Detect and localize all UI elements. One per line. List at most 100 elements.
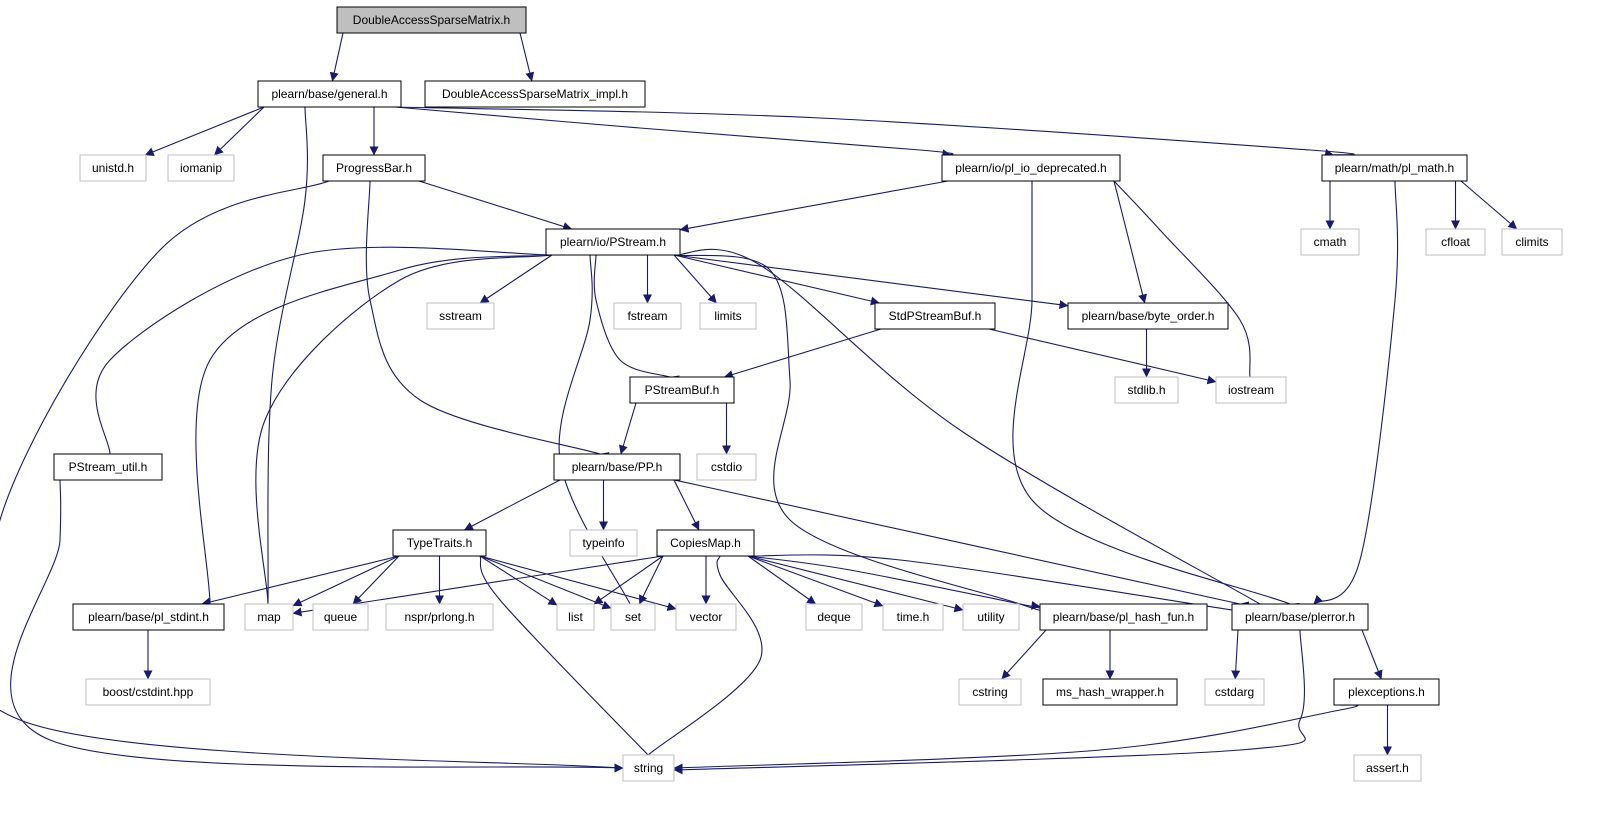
node-label: limits: [714, 309, 741, 323]
node-limits: limits: [699, 302, 757, 330]
node-box: [656, 529, 755, 557]
edge-plmath-to-plerror: [1313, 180, 1399, 605]
node-label: TypeTraits.h: [407, 536, 473, 550]
node-label: plearn/base/pl_hash_fun.h: [1053, 610, 1194, 624]
node-box: [556, 603, 595, 631]
node-label: unistd.h: [92, 161, 134, 175]
node-pp[interactable]: plearn/base/PP.h: [553, 453, 681, 481]
node-box: [882, 603, 944, 631]
node-plstdint[interactable]: plearn/base/pl_stdint.h: [72, 603, 225, 631]
edge-pliodep-to-byteorder: [1113, 180, 1148, 304]
node-label: string: [634, 761, 663, 775]
edge-plerror-to-plexceptions: [1361, 629, 1383, 680]
edge-general-to-pliodep: [394, 106, 954, 159]
edge-plmath-to-climits: [1460, 180, 1518, 230]
node-box: [610, 603, 656, 631]
node-pstreamutil[interactable]: PStream_util.h: [53, 453, 163, 481]
node-box: [696, 453, 757, 481]
node-fstream: fstream: [613, 302, 682, 330]
node-label: map: [257, 610, 281, 624]
node-stdpstreambuf[interactable]: StdPStreamBuf.h: [874, 302, 996, 330]
node-general[interactable]: plearn/base/general.h: [257, 80, 402, 108]
edge-stdpstreambuf-to-pstreambuf: [723, 328, 882, 379]
node-label: plexceptions.h: [1348, 685, 1425, 699]
edge-pp-to-plerror: [663, 477, 1279, 613]
node-pliodep[interactable]: plearn/io/pl_io_deprecated.h: [941, 154, 1121, 182]
node-climits: climits: [1501, 228, 1563, 256]
edge-pstream-to-byteorder: [673, 254, 1069, 310]
node-box: [874, 302, 996, 330]
node-label: set: [625, 610, 642, 624]
edge-pp-to-copiesmap: [673, 479, 700, 531]
node-box: [385, 603, 494, 631]
node-label: typeinfo: [582, 536, 624, 550]
node-string: string: [622, 754, 675, 782]
edge-general-to-iomanip: [214, 106, 265, 156]
node-box: [424, 80, 646, 108]
node-label: PStream_util.h: [69, 460, 148, 474]
node-box: [1204, 678, 1265, 706]
node-mshash[interactable]: ms_hash_wrapper.h: [1042, 678, 1178, 706]
node-timeh: time.h: [882, 603, 944, 631]
node-box: [1067, 302, 1229, 330]
edge-pstream-to-limits: [673, 254, 717, 304]
node-box: [958, 678, 1022, 706]
node-impl[interactable]: DoubleAccessSparseMatrix_impl.h: [424, 80, 646, 108]
node-label: assert.h: [1366, 761, 1409, 775]
edge-pstream-to-pstreamutil: [95, 246, 553, 463]
node-cstdarg: cstdarg: [1204, 678, 1265, 706]
node-byteorder[interactable]: plearn/base/byte_order.h: [1067, 302, 1229, 330]
node-plmath[interactable]: plearn/math/pl_math.h: [1321, 154, 1468, 182]
node-box: [545, 228, 681, 256]
edge-typetraits-to-queue: [352, 555, 400, 605]
node-cstring: cstring: [958, 678, 1022, 706]
node-box: [85, 678, 211, 706]
edge-pstreambuf-to-pp: [618, 402, 637, 455]
node-cstdint: boost/cstdint.hpp: [85, 678, 211, 706]
node-box: [167, 154, 235, 182]
node-typetraits[interactable]: TypeTraits.h: [392, 529, 487, 557]
node-cmath: cmath: [1300, 228, 1360, 256]
node-queue: queue: [312, 603, 369, 631]
edge-plexceptions-to-string: [643, 704, 1359, 773]
node-plerror[interactable]: plearn/base/plerror.h: [1231, 603, 1369, 631]
edge-typetraits-to-plstdint: [201, 555, 400, 607]
node-root[interactable]: DoubleAccessSparseMatrix.h: [336, 6, 527, 34]
node-box: [1425, 228, 1486, 256]
node-deque: deque: [805, 603, 863, 631]
node-progressbar[interactable]: ProgressBar.h: [322, 154, 426, 182]
node-copiesmap[interactable]: CopiesMap.h: [656, 529, 755, 557]
edge-general-to-plmath: [394, 106, 1355, 158]
edge-copiesmap-to-deque: [747, 555, 817, 605]
edge-pliodep-to-iostream: [1113, 180, 1256, 387]
node-pstream[interactable]: plearn/io/PStream.h: [545, 228, 681, 256]
node-pstreambuf[interactable]: PStreamBuf.h: [629, 376, 735, 404]
node-plexceptions[interactable]: plexceptions.h: [1333, 678, 1440, 706]
edge-plhashfun-to-cstring: [1001, 629, 1047, 680]
edge-progressbar-to-pstream: [418, 180, 573, 231]
node-box: [629, 376, 735, 404]
edge-copiesmap-to-list: [593, 555, 664, 605]
node-label: boost/cstdint.hpp: [103, 685, 194, 699]
node-box: [622, 754, 675, 782]
node-label: PStreamBuf.h: [645, 383, 720, 397]
node-box: [322, 154, 426, 182]
node-label: plearn/io/PStream.h: [560, 235, 666, 249]
node-label: list: [568, 610, 583, 624]
node-asserth: assert.h: [1353, 754, 1422, 782]
node-prlong: nspr/prlong.h: [385, 603, 494, 631]
node-cstdio: cstdio: [696, 453, 757, 481]
node-box: [805, 603, 863, 631]
edge-copiesmap-to-plhashfun: [747, 555, 1055, 615]
node-box: [336, 6, 527, 34]
node-label: iostream: [1228, 383, 1274, 397]
node-label: cstdio: [711, 460, 743, 474]
node-label: plearn/base/PP.h: [572, 460, 663, 474]
node-box: [1215, 376, 1287, 404]
node-box: [941, 154, 1121, 182]
node-plhashfun[interactable]: plearn/base/pl_hash_fun.h: [1039, 603, 1208, 631]
node-label: ms_hash_wrapper.h: [1056, 685, 1164, 699]
edge-typetraits-to-vector: [479, 555, 677, 612]
node-set: set: [610, 603, 656, 631]
